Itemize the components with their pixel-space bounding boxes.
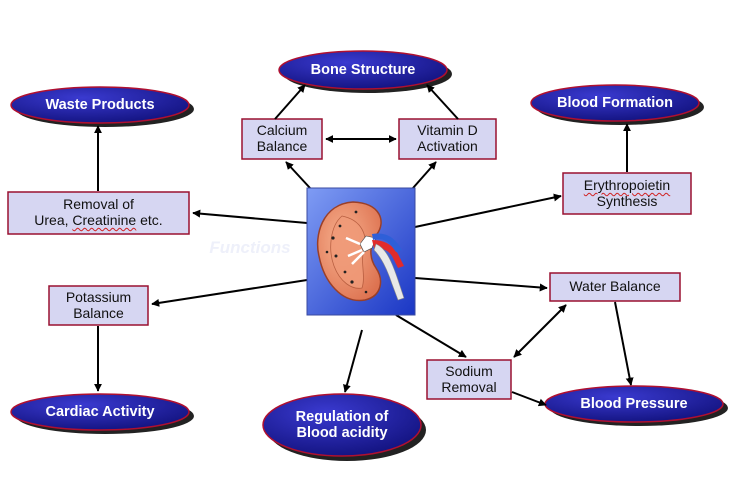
arrow-kidney-to-erythropoietin bbox=[414, 193, 562, 228]
arrow-sodium-water bbox=[513, 304, 567, 358]
removal-line1: Removal of bbox=[63, 196, 134, 213]
removal-urea-label: Removal of Urea, Creatinine etc. bbox=[8, 192, 189, 234]
box-calcium-balance bbox=[241, 118, 323, 160]
sodium-removal-label: Sodium Removal bbox=[441, 362, 497, 395]
box-removal-urea bbox=[7, 191, 190, 235]
arrow-kidney-to-water bbox=[414, 277, 548, 292]
waste-products-label: Waste Products bbox=[45, 96, 155, 113]
vitamin-d-activation-label: Vitamin D Activation bbox=[417, 122, 478, 154]
regulation-blood-acidity-label: Regulation of Blood acidity bbox=[295, 408, 389, 441]
removal-creatinine-text: Creatinine bbox=[72, 212, 137, 228]
erythropoietin-text: Erythropoietin bbox=[583, 176, 671, 193]
arrow-kidney-to-sodium bbox=[395, 314, 467, 358]
oval-blood-pressure bbox=[544, 385, 728, 426]
oval-waste-products bbox=[10, 86, 194, 127]
oval-blood-formation bbox=[530, 84, 704, 125]
box-water-balance bbox=[549, 272, 681, 302]
erythropoietin-synthesis-label: Erythropoietin Synthesis bbox=[563, 173, 691, 214]
arrow-kidney-to-acidity bbox=[343, 329, 363, 393]
arrow-kidney-to-vitamind bbox=[412, 161, 437, 189]
bone-structure-label: Bone Structure bbox=[310, 61, 416, 78]
arrow-kidney-to-potassium bbox=[151, 279, 308, 307]
water-balance-label: Water Balance bbox=[569, 278, 661, 295]
center-watermark-text: Functions bbox=[209, 238, 291, 258]
synthesis-text: Synthesis bbox=[596, 192, 658, 209]
potassium-balance-label: Potassium Balance bbox=[65, 288, 132, 321]
oval-regulation-blood-acidity bbox=[262, 393, 426, 461]
box-sodium-removal bbox=[426, 359, 512, 400]
calcium-balance-label: Calcium Balance bbox=[256, 122, 308, 154]
arrow-water-to-blood-pressure bbox=[614, 301, 634, 386]
box-erythropoietin-synthesis bbox=[562, 172, 692, 215]
arrow-vitamind-to-bone bbox=[426, 84, 459, 120]
removal-urea-text: Urea, bbox=[34, 212, 73, 228]
removal-line2: Urea, Creatinine etc. bbox=[34, 212, 163, 229]
arrow-calcium-to-bone bbox=[274, 84, 306, 120]
arrow-kidney-to-calcium bbox=[285, 161, 311, 189]
box-potassium-balance bbox=[48, 285, 149, 326]
oval-cardiac-activity bbox=[10, 393, 194, 434]
kidney-illustration bbox=[306, 187, 416, 316]
oval-bone-structure bbox=[278, 50, 452, 93]
box-vitamin-d-activation bbox=[398, 118, 497, 160]
blood-pressure-label: Blood Pressure bbox=[580, 395, 688, 412]
arrow-kidney-to-removal bbox=[192, 209, 308, 224]
removal-etc-text: etc. bbox=[136, 212, 163, 228]
blood-formation-label: Blood Formation bbox=[557, 94, 673, 111]
cardiac-activity-label: Cardiac Activity bbox=[45, 403, 155, 420]
arrow-sodium-to-blood-pressure bbox=[511, 391, 547, 407]
